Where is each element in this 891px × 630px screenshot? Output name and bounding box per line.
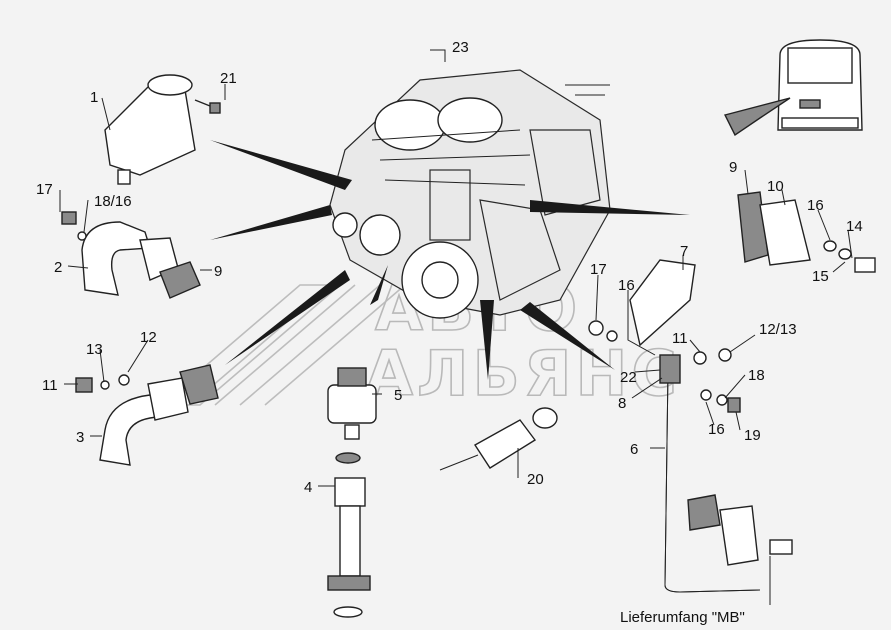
- bus-rear-view: [723, 39, 863, 137]
- label-7: 7: [680, 243, 688, 260]
- thermostat-housing: [104, 74, 221, 185]
- label-10: 10: [767, 178, 784, 195]
- label-11-left: 11: [42, 377, 58, 394]
- label-1: 1: [90, 89, 98, 106]
- label-5: 5: [394, 387, 402, 404]
- label-19: 19: [744, 427, 761, 444]
- engine-assembly: [329, 69, 611, 319]
- label-12-13: 12/13: [759, 321, 797, 338]
- label-2: 2: [54, 259, 62, 276]
- label-8: 8: [618, 395, 626, 412]
- label-12: 12: [140, 329, 157, 346]
- label-18-16: 18/16: [94, 193, 132, 210]
- elbow-pipe-upper: [61, 211, 201, 299]
- pressure-sender: [327, 367, 377, 618]
- label-17: 17: [36, 181, 53, 198]
- label-3: 3: [76, 429, 84, 446]
- label-16-right: 16: [807, 197, 824, 214]
- label-4: 4: [304, 479, 312, 496]
- label-9-right: 9: [729, 159, 737, 176]
- label-15: 15: [812, 268, 829, 285]
- watermark-line2: АЛЬЯНС: [365, 337, 681, 410]
- label-16-lower: 16: [708, 421, 725, 438]
- label-13: 13: [86, 341, 103, 358]
- label-23: 23: [452, 39, 469, 56]
- label-9-left: 9: [214, 263, 222, 280]
- label-21: 21: [220, 70, 237, 87]
- part-labels: 23 1 21 17 18/16 2 9 13 12 11 3 5 4 20 9…: [36, 39, 863, 496]
- label-11-right: 11: [672, 330, 688, 347]
- coolant-hose: [588, 259, 793, 593]
- pointer-wedges: [210, 140, 690, 380]
- label-14: 14: [846, 218, 863, 235]
- label-6: 6: [630, 441, 638, 458]
- label-18: 18: [748, 367, 765, 384]
- temperature-sensor: [439, 407, 558, 471]
- delivery-scope-caption: Lieferumfang "MB": [620, 609, 745, 626]
- elbow-pipe-lower: [75, 364, 219, 466]
- label-17-right: 17: [590, 261, 607, 278]
- label-22: 22: [620, 369, 637, 386]
- leader-lines: [59, 49, 853, 605]
- label-16-mid: 16: [618, 277, 635, 294]
- label-20: 20: [527, 471, 544, 488]
- outlet-flange: [737, 191, 876, 273]
- location-arrow-icon: [723, 97, 791, 137]
